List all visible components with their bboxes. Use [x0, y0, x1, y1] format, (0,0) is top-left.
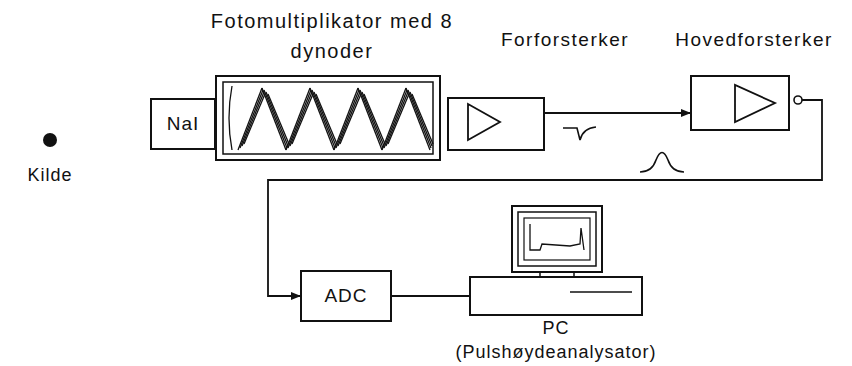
electron-path [358, 88, 382, 150]
electron-path [334, 88, 358, 150]
electron-path [312, 90, 335, 148]
electron-path [314, 92, 336, 146]
electron-path [382, 88, 406, 150]
computer: PC (Pulshøydeanalysator) [440, 200, 672, 364]
electron-path [240, 90, 263, 148]
gaussian-pulse [640, 153, 684, 173]
component-box: NaI [150, 98, 216, 150]
signal-wire [392, 295, 470, 297]
node-label: NaI [167, 112, 200, 136]
source-dot [43, 133, 57, 147]
device-box: Hovedforsterker [690, 75, 790, 131]
electron-path [288, 90, 311, 148]
electron-path [292, 94, 313, 144]
electron-path [412, 94, 433, 144]
electron-path [386, 92, 408, 146]
electron-path [338, 92, 360, 146]
negative-pulse [563, 127, 596, 140]
source-label: Kilde [27, 165, 72, 186]
component-box: ADC [300, 270, 392, 322]
electron-path [384, 90, 407, 148]
electron-path [238, 88, 262, 150]
node-label: PC (Pulshøydeanalysator) [440, 316, 672, 364]
electron-path [262, 88, 286, 150]
amplifier-symbol [468, 104, 500, 140]
electron-path [406, 88, 430, 150]
inverting-bubble [794, 96, 802, 104]
electron-path [266, 92, 288, 146]
electron-path [362, 92, 384, 146]
computer-drawing [440, 200, 672, 364]
electron-path [364, 94, 385, 144]
device-box: Fotomultiplikator med 8 dynoder [215, 75, 441, 161]
device-title: Fotomultiplikator med 8 dynoder [207, 6, 457, 66]
pmt-inner [223, 82, 433, 154]
signal-wire [545, 112, 690, 114]
electron-path [340, 94, 361, 144]
electron-path [408, 90, 431, 148]
electron-path [268, 94, 289, 144]
electron-path [290, 92, 312, 146]
photocathode [229, 86, 232, 150]
dynode-paths [229, 86, 433, 150]
electron-path [336, 90, 359, 148]
electron-path [242, 92, 264, 146]
amplifier-symbol [735, 85, 775, 122]
electron-path [244, 94, 265, 144]
electron-path [286, 88, 310, 150]
device-title: Hovedforsterker [675, 28, 833, 52]
device-box: Forforsterker [447, 97, 545, 151]
node-label: ADC [324, 284, 367, 308]
electron-path [310, 88, 334, 150]
electron-path [316, 94, 337, 144]
device-title: Forforsterker [501, 28, 629, 52]
electron-path [360, 90, 383, 148]
electron-path [264, 90, 287, 148]
electron-path [410, 92, 432, 146]
electron-path [388, 94, 409, 144]
